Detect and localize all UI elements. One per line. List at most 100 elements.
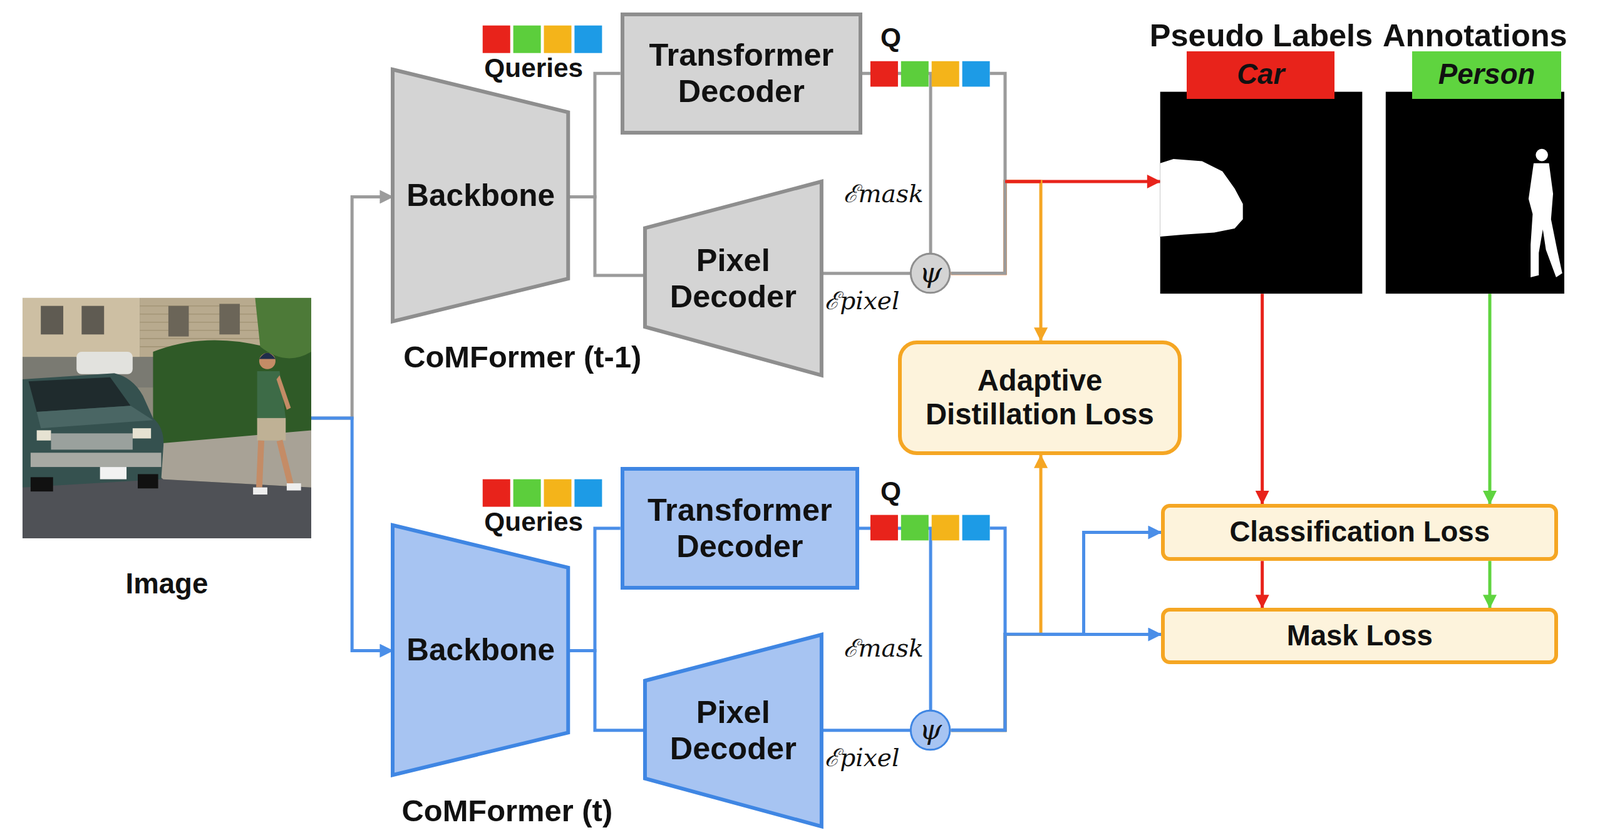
psi-operator: ψ — [909, 710, 951, 751]
output-query-squares — [901, 61, 929, 88]
annotation-mask-image — [1385, 92, 1565, 295]
connector-arrow — [862, 73, 931, 253]
output-query-squares — [962, 515, 991, 542]
pixel-decoder-block: Pixel Decoder — [645, 634, 822, 827]
node-text: Adaptive Distillation Loss — [910, 363, 1170, 433]
output-query-squares — [870, 515, 899, 542]
output-query-squares — [962, 61, 991, 88]
connector-arrow — [951, 181, 1041, 341]
street-photo — [132, 428, 151, 439]
street-photo — [276, 375, 292, 410]
panel-heading: Image — [125, 569, 208, 599]
panel-heading: Annotations — [1382, 20, 1568, 52]
node-text: Transformer Decoder — [633, 36, 850, 110]
pseudo-label-mask-image — [1160, 92, 1363, 295]
query-squares — [482, 25, 511, 54]
street-photo — [259, 440, 292, 488]
annotation-mask-image — [1528, 163, 1563, 278]
connector-arrow — [951, 181, 1161, 274]
node-text: ψ — [919, 256, 942, 290]
node-text: Backbone — [406, 177, 555, 214]
connector-arrow — [311, 418, 393, 652]
transformer-decoder-box: Transformer Decoder — [620, 12, 863, 136]
annotation-mask-image — [1535, 149, 1549, 162]
street-photo — [168, 306, 190, 337]
street-photo — [50, 433, 133, 450]
annotation-mask-image — [1385, 92, 1565, 295]
backbone-block: Backbone — [392, 69, 568, 322]
connector-arrow — [568, 196, 646, 275]
output-query-squares — [931, 515, 960, 542]
query-squares — [574, 479, 602, 508]
connector-arrow — [311, 196, 393, 419]
loss-box: Adaptive Distillation Loss — [898, 340, 1182, 456]
circle-outline — [911, 253, 951, 294]
connector-arrow — [821, 271, 911, 275]
street-photo — [36, 430, 52, 441]
connector-arrow — [1488, 293, 1492, 505]
node-text: Transformer Decoder — [633, 492, 847, 565]
connector-arrow — [951, 634, 1162, 731]
signal-name: ℰmask — [843, 181, 924, 207]
node-text: Backbone — [406, 632, 555, 669]
connector-arrow — [821, 728, 911, 733]
output-wires — [1005, 179, 1041, 183]
query-squares — [544, 479, 572, 508]
connector-arrow — [951, 532, 1162, 731]
street-photo — [36, 405, 154, 429]
query-squares — [544, 25, 572, 54]
signal-name: ℰpixel — [824, 745, 900, 771]
connector-arrow — [1260, 293, 1264, 505]
street-photo — [257, 371, 287, 421]
queries-label: Queries — [484, 55, 584, 82]
signal-name: ℰmask — [843, 636, 924, 662]
model-caption: CoMFormer (t) — [402, 795, 614, 827]
output-query-squares — [870, 61, 899, 88]
street-photo — [286, 483, 302, 491]
pseudo-label-panel: Pseudo LabelsCar — [1160, 92, 1363, 295]
street-photo — [22, 438, 312, 539]
connector-arrow — [568, 528, 621, 652]
output-wires — [951, 181, 1006, 274]
node-text: ψ — [919, 713, 942, 747]
node-text: Pixel Decoder — [658, 694, 808, 768]
street-photo — [30, 477, 54, 492]
output-wires — [990, 73, 1006, 182]
model-caption: CoMFormer (t-1) — [403, 341, 642, 373]
output-wires — [951, 634, 1084, 731]
output-wires — [990, 528, 1006, 635]
pixel-decoder-block: Pixel Decoder — [645, 181, 822, 376]
node-text: Mask Loss — [1286, 619, 1433, 653]
loss-box: Classification Loss — [1161, 504, 1559, 562]
connector-arrow — [951, 455, 1041, 731]
output-query-squares — [901, 515, 929, 542]
query-output-label: Q — [880, 24, 902, 51]
node-text: Classification Loss — [1229, 516, 1490, 549]
connector-arrow — [568, 73, 621, 197]
street-photo — [137, 474, 159, 489]
street-photo — [22, 298, 312, 539]
street-photo — [254, 298, 312, 359]
loss-box: Mask Loss — [1161, 608, 1559, 665]
node-text: Person — [1438, 58, 1536, 91]
query-squares — [513, 479, 542, 508]
circle-outline — [911, 710, 951, 751]
query-squares — [513, 25, 542, 54]
connector-arrow — [568, 651, 646, 731]
query-squares — [574, 25, 602, 54]
trapezoid-outline — [645, 634, 822, 827]
street-photo — [219, 303, 240, 335]
street-photo — [81, 306, 104, 336]
queries-label: Queries — [484, 509, 584, 536]
pseudo-label-mask-image — [1160, 92, 1363, 295]
street-photo — [40, 306, 64, 336]
backbone-block: Backbone — [392, 525, 568, 776]
street-photo — [30, 452, 162, 468]
street-photo — [259, 353, 276, 370]
street-photo — [252, 487, 268, 495]
connector-arrow — [859, 528, 931, 711]
street-photo — [22, 298, 312, 539]
